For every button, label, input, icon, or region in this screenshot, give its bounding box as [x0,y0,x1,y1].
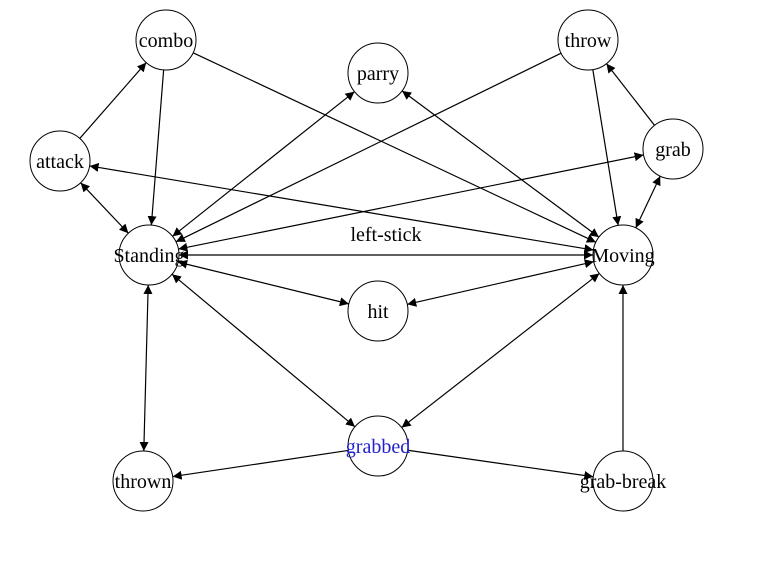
node-grab-break: grab-break [580,450,667,512]
node-label: parry [357,63,399,85]
node-moving: Moving [591,224,655,286]
node-label: Moving [591,245,654,267]
node-circle [347,415,409,477]
edge-combo-to-standing [147,69,165,226]
node-label: combo [139,30,193,52]
edge-throw-to-moving [592,69,622,226]
node-grabbed: grabbed [346,415,410,477]
node-combo: combo [135,9,197,71]
node-throw: throw [557,9,619,71]
edge-grab-to-throw [605,63,656,126]
node-label: Standing [113,245,184,267]
node-label: grabbed [346,436,410,458]
node-label: grab-break [580,471,667,493]
edge-attack-to-standing [80,182,129,234]
edge-grabbed-to-thrown [172,449,349,480]
node-circle [29,130,91,192]
edge-standing-to-hit [177,259,350,307]
edge-moving-to-hit [407,259,594,307]
node-circle [592,224,654,286]
node-hit: hit [347,280,409,342]
node-label: grab [655,139,691,161]
node-label: throw [565,30,612,52]
node-circle [118,224,180,286]
edge-attack-to-combo [79,62,147,139]
node-thrown: thrown [112,450,174,512]
node-label: thrown [115,471,172,493]
node-label: attack [36,151,84,173]
node-circle [347,42,409,104]
node-circle [557,9,619,71]
edge-labels-layer: left-stick [350,224,421,246]
edge-label: left-stick [350,224,421,246]
edge-moving-to-parry [401,90,600,238]
edge-standing-to-thrown [139,284,153,452]
edge-standing-to-grabbed [171,273,356,428]
node-circle [347,280,409,342]
node-circle [642,118,704,180]
edge-attack-to-moving [89,162,594,254]
node-circle [592,450,654,512]
node-attack: attack [29,130,91,192]
node-label: hit [367,301,389,323]
node-standing: Standing [113,224,185,286]
edge-standing-to-parry [172,91,355,237]
node-parry: parry [347,42,409,104]
node-circle [135,9,197,71]
edge-moving-to-grab [635,175,661,229]
edge-moving-to-grabbed [401,272,600,429]
node-grab: grab [642,118,704,180]
edge-grabbed-to-grab-break [407,449,594,480]
node-circle [112,450,174,512]
edges-layer [79,52,661,480]
